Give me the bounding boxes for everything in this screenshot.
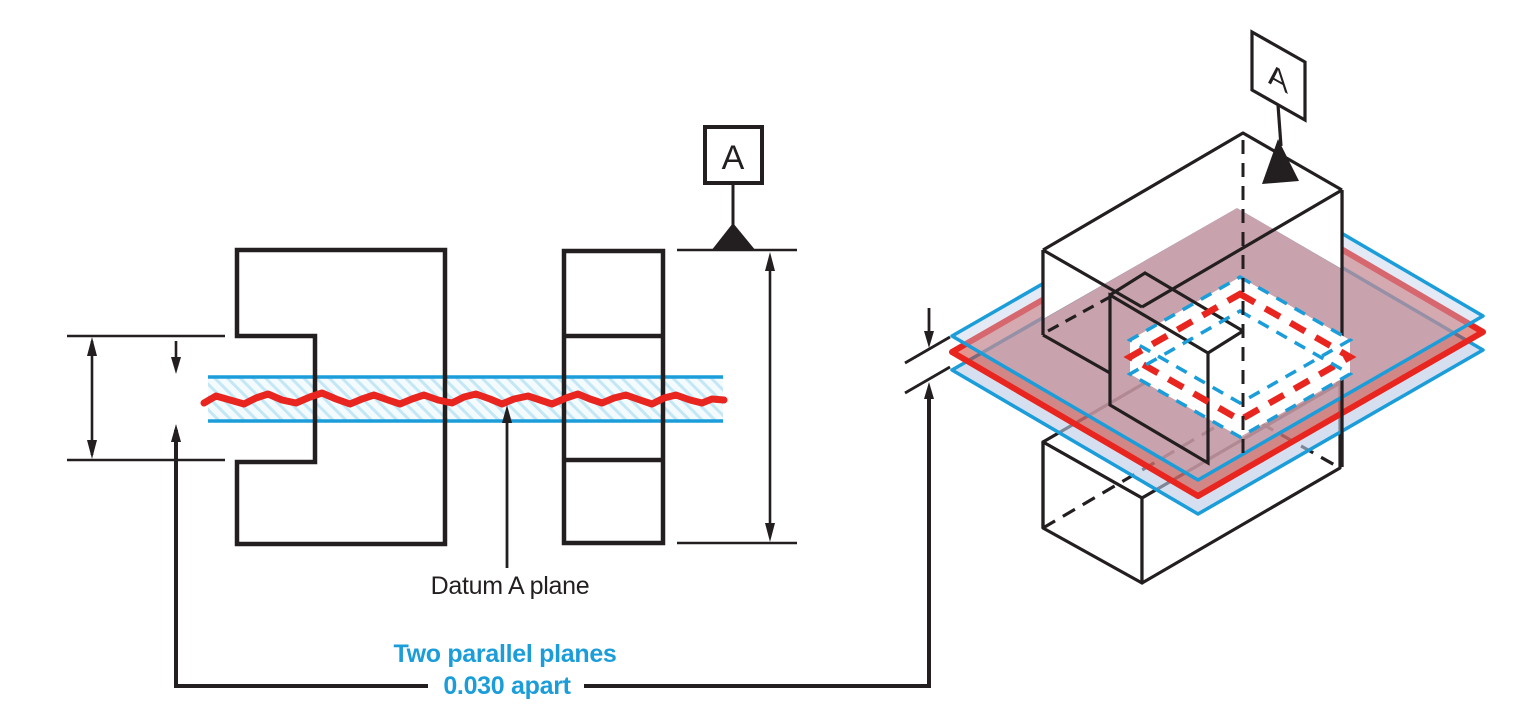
datum-plane-leader bbox=[502, 405, 512, 568]
plane-spacing-dimension bbox=[904, 308, 951, 399]
connector-left bbox=[174, 430, 428, 688]
arrowhead-icon bbox=[171, 357, 181, 374]
arrowhead-icon bbox=[87, 440, 97, 459]
datum-triangle-icon bbox=[1262, 139, 1299, 184]
spacing-tick-bottom bbox=[904, 365, 951, 395]
notch-ceiling-edge bbox=[1042, 333, 1111, 375]
notch-wall-top-right-edge bbox=[1207, 329, 1244, 355]
pocket-opening bbox=[1130, 277, 1350, 437]
datum-plane-label: Datum A plane bbox=[431, 572, 590, 600]
datum-flag-box-iso bbox=[1250, 29, 1307, 123]
datum-flag-box bbox=[703, 125, 764, 185]
top-face-front-left-edge bbox=[1042, 248, 1143, 309]
pocket-intersections bbox=[1047, 271, 1357, 466]
orthographic-view: A Datum A plane bbox=[67, 125, 797, 600]
datum-triangle-icon bbox=[711, 223, 756, 251]
connector-right bbox=[584, 396, 931, 688]
datum-feature-symbol-3d: A bbox=[1250, 29, 1307, 184]
top-face-back-edges bbox=[1042, 131, 1343, 252]
upper-zone-hidden-outline bbox=[1126, 274, 1354, 406]
datum-plane-hidden-outline bbox=[1123, 290, 1357, 424]
iso-tall-box-top bbox=[1041, 131, 1344, 467]
spacing-tick-top bbox=[904, 335, 951, 365]
arrowhead-icon bbox=[171, 424, 181, 442]
arrowhead-icon bbox=[765, 252, 775, 271]
c-block-outline bbox=[234, 247, 448, 547]
datum-flag-letter: A bbox=[722, 139, 745, 177]
notch-inner-wall bbox=[1108, 292, 1210, 466]
callout: Two parallel planes 0.030 apart bbox=[171, 396, 931, 700]
arrowhead-icon bbox=[765, 523, 775, 542]
notch-hidden-edge bbox=[1047, 295, 1111, 333]
lower-zone-hidden-outline bbox=[1126, 308, 1354, 440]
callout-line1: Two parallel planes bbox=[393, 640, 616, 668]
datum-feature-symbol-2d: A bbox=[703, 125, 764, 251]
callout-line2: 0.030 apart bbox=[443, 672, 571, 700]
arrowhead-icon bbox=[502, 405, 512, 423]
isometric-view: A bbox=[904, 29, 1486, 585]
arrowhead-icon bbox=[924, 382, 934, 399]
dimension-lines bbox=[67, 248, 797, 545]
top-face-front-right-edge bbox=[1141, 188, 1343, 309]
arrowhead-icon bbox=[924, 331, 934, 348]
datum-flag-leader-iso bbox=[1276, 104, 1283, 147]
datum-flag-letter-iso: A bbox=[1268, 56, 1288, 101]
arrowhead-icon bbox=[87, 337, 97, 356]
actual-surface-line bbox=[200, 389, 728, 408]
